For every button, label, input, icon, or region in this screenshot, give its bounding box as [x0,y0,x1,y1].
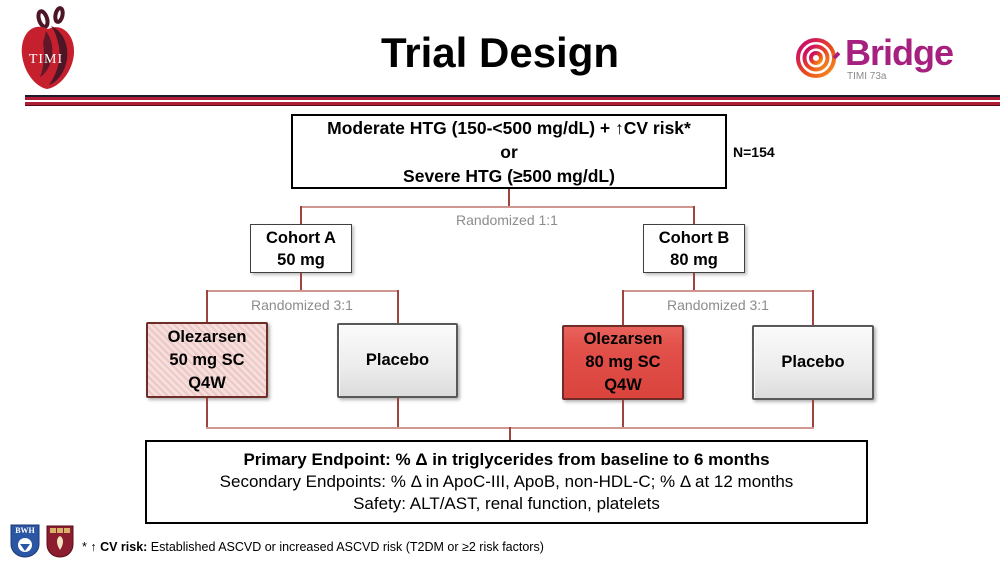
sample-size-label: N=154 [733,144,775,160]
eligibility-line2: or [500,141,518,162]
cohort-b-line1: Cohort B [658,228,730,247]
placebo-left-label: Placebo [365,351,430,369]
connector-cohort-b-out [693,273,695,291]
cohort-b-line2: 80 mg [670,250,718,269]
olezarsen-80-box: Olezarsen 80 mg SC Q4W [562,325,684,400]
connector-cohort-b-in [693,206,695,224]
endpoints-box: Primary Endpoint: % Δ in triglycerides f… [145,440,868,524]
placebo-right-box: Placebo [752,325,874,400]
olezarsen-80-line1: Olezarsen [583,330,663,348]
connector-top-vertical [508,189,510,207]
bwh-logo-icon: BWH [10,524,40,558]
olezarsen-50-line1: Olezarsen [167,327,247,346]
eligibility-box: Moderate HTG (150-<500 mg/dL) + ↑CV risk… [291,114,727,189]
randomized-3-1-left-label: Randomized 3:1 [251,297,353,313]
header-divider [25,95,1000,106]
connector-split-1-1 [300,206,694,208]
connector-cohort-a-in [300,206,302,224]
bwh-logo-text: BWH [15,526,35,535]
cohort-b-box: Cohort B 80 mg [643,224,745,273]
connector-placebo-left-in [397,290,399,323]
cohort-a-box: Cohort A 50 mg [250,224,352,273]
olezarsen-50-line2: 50 mg SC [169,350,245,369]
connector-cohort-a-out [300,273,302,291]
footnote-prefix: * ↑ [82,540,101,554]
bridge-logo-subtitle: TIMI 73a [847,71,887,82]
timi-logo-text: TIMI [29,52,63,67]
connector-placebo-right-out [812,400,814,428]
connector-split-3-1-left [206,290,398,292]
olezarsen-80-line3: Q4W [604,376,642,394]
safety-line: Safety: ALT/AST, renal function, platele… [353,494,660,513]
connector-olz80-in [622,290,624,325]
placebo-left-box: Placebo [337,323,458,398]
footnote-term: CV risk: [100,540,148,554]
placebo-right-label: Placebo [781,353,845,371]
footnote-text: Established ASCVD or increased ASCVD ris… [147,540,544,554]
olezarsen-50-line3: Q4W [188,373,226,392]
connector-endpoints-vertical [509,427,511,440]
connector-olz50-out [206,398,208,428]
connector-split-3-1-right [622,290,814,292]
connector-olz80-out [622,400,624,428]
connector-olz50-in [206,290,208,322]
footnote: * ↑ CV risk: Established ASCVD or increa… [82,540,544,554]
secondary-endpoints-line: Secondary Endpoints: % Δ in ApoC-III, Ap… [219,472,794,491]
randomized-3-1-right-label: Randomized 3:1 [667,297,769,313]
cohort-a-line2: 50 mg [277,250,325,269]
harvard-crest-icon [46,525,74,558]
olezarsen-80-line2: 80 mg SC [585,353,661,371]
bridge-logo: Bridge TIMI 73a [793,33,983,89]
olezarsen-50-box: Olezarsen 50 mg SC Q4W [146,322,268,398]
eligibility-line3: Severe HTG (≥500 mg/dL) [403,165,615,186]
connector-placebo-left-out [397,398,399,428]
page-title: Trial Design [380,29,620,76]
cohort-a-line1: Cohort A [266,228,336,247]
timi-logo-icon: TIMI [21,6,75,89]
eligibility-line1: Moderate HTG (150-<500 mg/dL) + ↑CV risk… [327,117,691,138]
bridge-logo-name: Bridge [845,32,954,73]
randomized-1-1-label: Randomized 1:1 [456,212,558,228]
bridge-swirl-icon [796,38,841,78]
connector-placebo-right-in [812,290,814,325]
primary-endpoint-line: Primary Endpoint: % Δ in triglycerides f… [243,450,770,469]
